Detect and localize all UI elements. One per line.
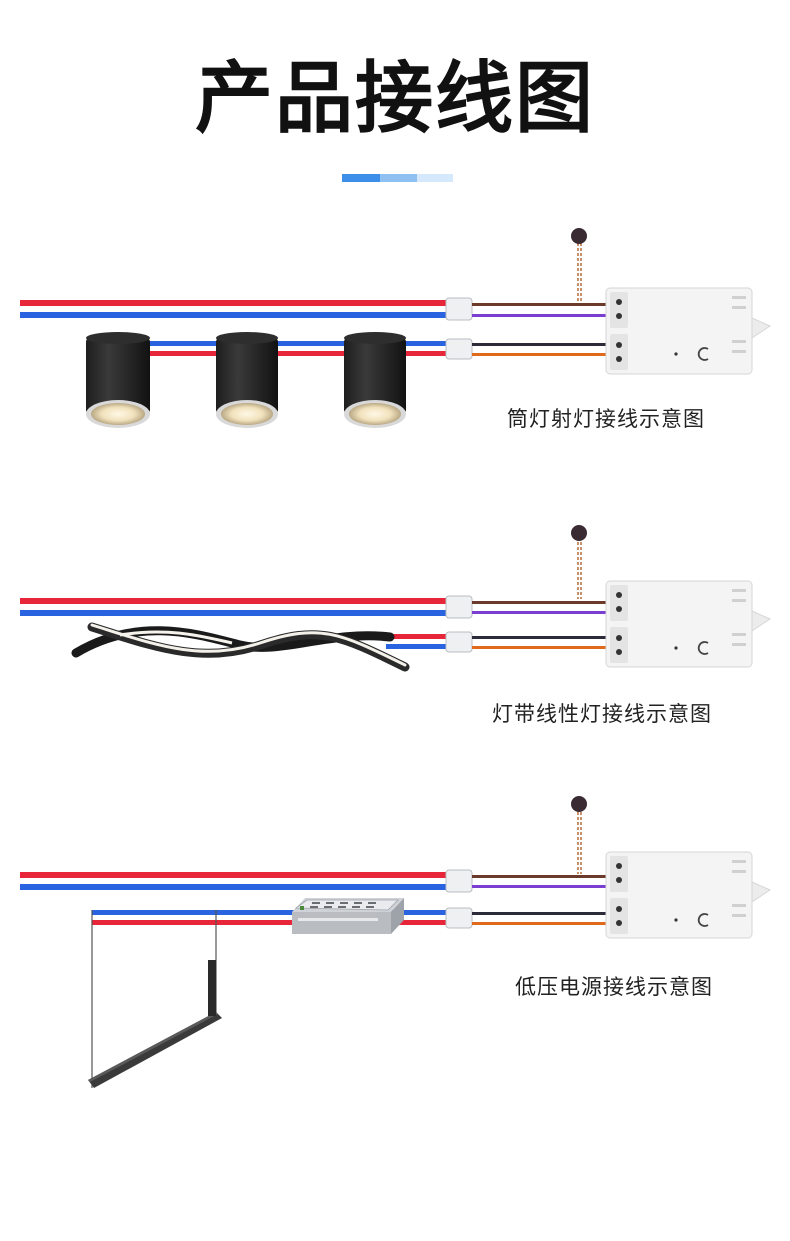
wire-connector [445,907,473,929]
sensor-head-icon [571,796,587,812]
downlight-fixture [216,332,278,428]
title-accent-bar-3 [417,174,453,182]
downlight-wiring-diagram [20,228,772,428]
mains-power-cable [20,872,446,890]
sensor-head-icon [571,525,587,541]
sensor-head-icon [571,228,587,244]
light-strip-wiring-diagram [20,525,772,672]
switch-module [605,287,772,375]
wire-connector [445,595,473,619]
linear-pendant-lamp [88,960,222,1088]
power-supply-unit [292,898,404,934]
downlight-fixture [86,332,150,428]
antenna-wire [577,812,582,874]
antenna-wire [577,238,582,302]
mains-neutral-wire [20,312,446,318]
reset-button-icon [697,347,709,361]
lamp-cable [386,634,446,649]
page-title: 产品接线图 [194,54,595,144]
wire-connector [445,297,473,321]
switch-module [605,851,772,939]
switch-module [605,580,772,668]
mains-power-cable [20,300,446,318]
antenna-wire [577,537,582,599]
twisted-light-strip [71,622,410,672]
downlight-fixture [344,332,406,428]
mains-live-wire [20,300,446,306]
wire-connector [445,869,473,893]
mains-power-cable [20,598,446,616]
title-accent-bar-1 [342,174,380,182]
low-voltage-psu-wiring-diagram [20,796,772,1088]
diagram-caption: 灯带线性灯接线示意图 [492,702,712,726]
lamp-cable [92,910,446,925]
title-accent-bar-2 [380,174,417,182]
wire-connector [445,338,473,360]
reset-button-icon [697,913,709,927]
wire-connector [445,631,473,653]
reset-button-icon [697,641,709,655]
diagram-caption: 筒灯射灯接线示意图 [507,407,705,431]
diagram-caption: 低压电源接线示意图 [515,975,713,999]
